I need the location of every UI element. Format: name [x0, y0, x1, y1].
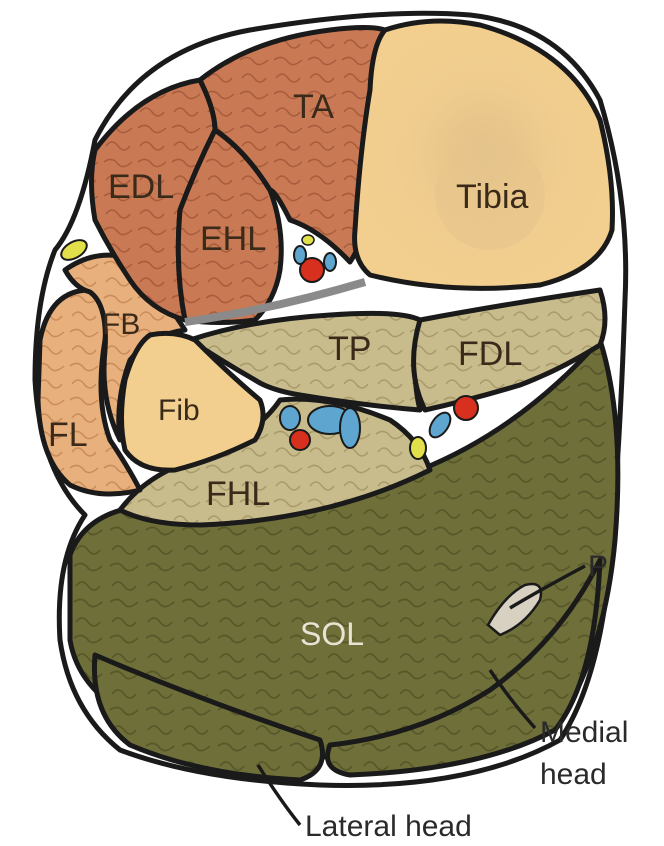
label-fhl: FHL: [206, 475, 270, 513]
posterior-tibial-artery: [454, 396, 478, 420]
tibial-vein-2: [340, 408, 360, 448]
label-fl: FL: [48, 416, 88, 454]
tibial-nerve: [410, 437, 426, 459]
anterior-tibial-vein: [294, 246, 306, 264]
anterior-tibial-vein-2: [324, 253, 336, 271]
label-ta: TA: [293, 88, 334, 126]
label-tibia: Tibia: [456, 178, 529, 216]
label-medial-head-line1: Medial: [540, 716, 628, 749]
label-edl: EDL: [108, 168, 174, 206]
label-tp: TP: [328, 330, 371, 368]
tibial-artery: [290, 430, 310, 450]
deep-peroneal-nerve: [302, 235, 314, 245]
label-lateral-head: Lateral head: [305, 810, 472, 843]
label-fb: FB: [102, 308, 140, 341]
tibial-vein-3: [280, 406, 300, 430]
label-medial-head-line2: head: [540, 758, 607, 791]
label-fib: Fib: [158, 394, 200, 427]
label-p: P: [588, 550, 608, 583]
label-fdl: FDL: [458, 335, 522, 373]
label-ehl: EHL: [200, 220, 266, 258]
label-sol: SOL: [300, 616, 364, 652]
